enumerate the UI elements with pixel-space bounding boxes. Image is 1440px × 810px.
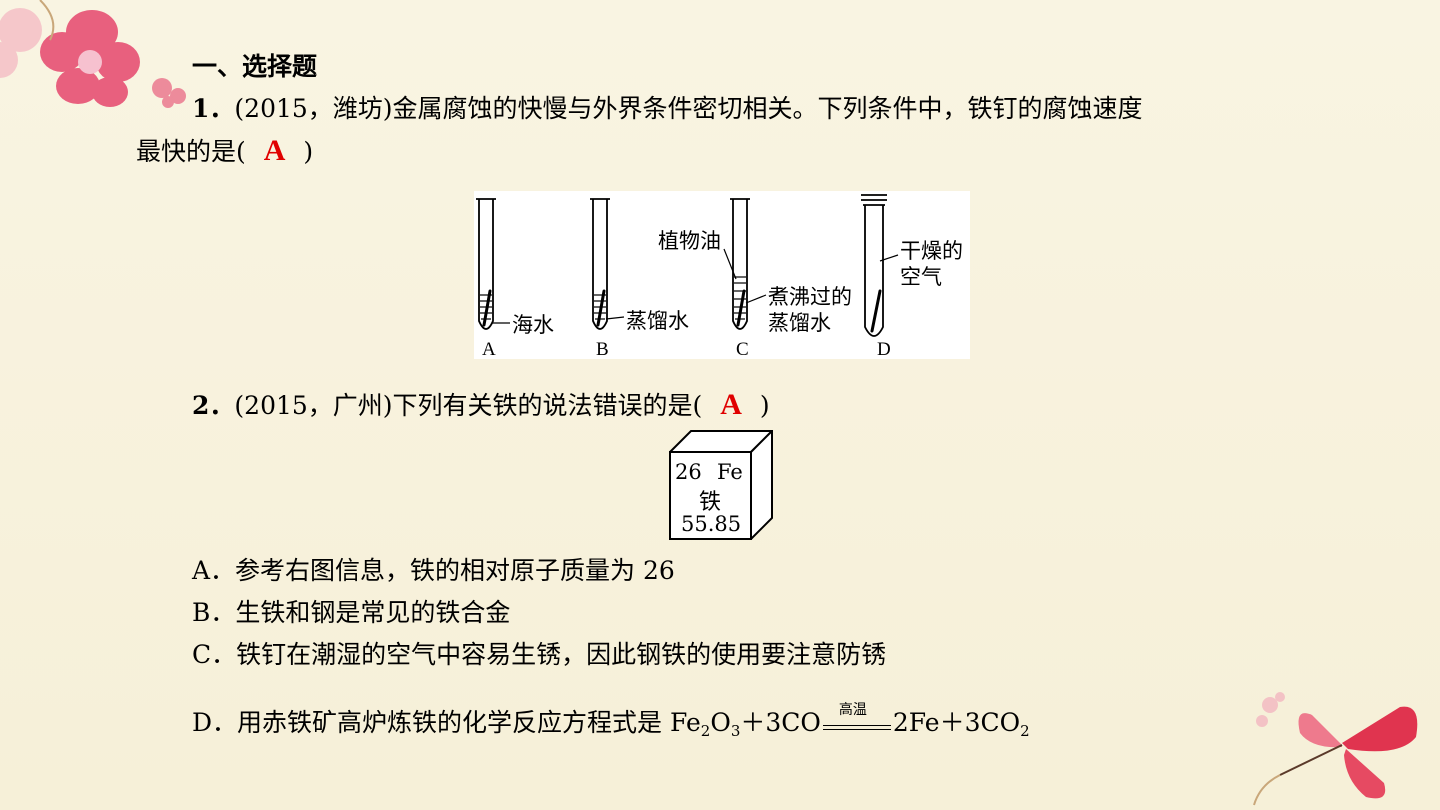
formula-products: 2Fe＋3CO: [892, 708, 1021, 737]
formula-fe: Fe: [670, 708, 701, 737]
question-2-number: 2．: [192, 391, 235, 420]
tube-d-note-2: 空气: [900, 265, 942, 289]
option-d-text: D．用赤铁矿高炉炼铁的化学反应方程式是: [192, 708, 670, 737]
tube-b-note: 蒸馏水: [626, 309, 689, 333]
element-card-cube: [669, 430, 773, 540]
section-heading: 一、选择题: [192, 52, 318, 81]
tube-d-label: D: [877, 339, 891, 360]
reaction-equals-sign: 高温: [821, 702, 893, 738]
question-2-line: 2．(2015，广州)下列有关铁的说法错误的是( A ): [192, 390, 770, 421]
tube-c-note-top: 植物油: [658, 229, 721, 253]
tube-d-note-1: 干燥的: [900, 239, 963, 263]
formula-reactant-co: ＋3CO: [740, 708, 821, 737]
element-mass: 55.85: [681, 512, 742, 536]
question-2-close-paren: ): [759, 391, 770, 420]
formula-sub-co2: 2: [1020, 722, 1030, 740]
tube-c-label: C: [736, 339, 749, 360]
question-1-source: (2015，潍坊): [234, 94, 393, 123]
question-1-answer: A: [263, 134, 286, 167]
reaction-condition: 高温: [838, 702, 867, 718]
element-name: 铁: [699, 490, 722, 515]
flower-decoration-icon: [0, 0, 186, 108]
question-1-text-2: 最快的是(: [136, 137, 246, 166]
question-2-answer: A: [720, 388, 742, 421]
question-1-text: 金属腐蚀的快慢与外界条件密切相关。下列条件中，铁钉的腐蚀速度: [392, 94, 1143, 123]
butterfly-decoration-icon: [1253, 692, 1418, 806]
formula-o: O: [710, 708, 731, 737]
formula-sub-2: 2: [700, 722, 711, 740]
tube-c-note-bottom-2: 蒸馏水: [768, 311, 831, 335]
tube-a-label: A: [482, 339, 496, 360]
question-1-line-1: 1．(2015，潍坊)金属腐蚀的快慢与外界条件密切相关。下列条件中，铁钉的腐蚀速…: [192, 94, 1143, 124]
formula-sub-3: 3: [730, 722, 741, 740]
question-1-close-paren: ): [303, 137, 314, 166]
tube-b-label: B: [596, 339, 609, 360]
question-2-source: (2015，广州): [234, 391, 393, 420]
element-symbol: Fe: [717, 460, 743, 484]
option-b: B．生铁和钢是常见的铁合金: [192, 598, 511, 627]
question-1-line-2: 最快的是( A ): [136, 136, 313, 167]
tube-c-note-bottom-1: 煮沸过的: [768, 285, 852, 309]
question-2-text: 下列有关铁的说法错误的是(: [392, 391, 703, 420]
tube-a-note: 海水: [512, 313, 554, 337]
iron-element-card: 26 Fe 铁 55.85: [669, 430, 773, 540]
question-1-number: 1．: [192, 94, 235, 123]
test-tube-figure: 海水 蒸馏水 植物油 煮沸过的 蒸馏水 干燥的 空气 A B C D: [474, 191, 970, 360]
test-tubes-diagram: [476, 194, 899, 337]
element-atomic-number: 26: [675, 460, 702, 484]
option-a: A．参考右图信息，铁的相对原子质量为 26: [192, 556, 675, 585]
option-c: C．铁钉在潮湿的空气中容易生锈，因此钢铁的使用要注意防锈: [192, 640, 887, 669]
